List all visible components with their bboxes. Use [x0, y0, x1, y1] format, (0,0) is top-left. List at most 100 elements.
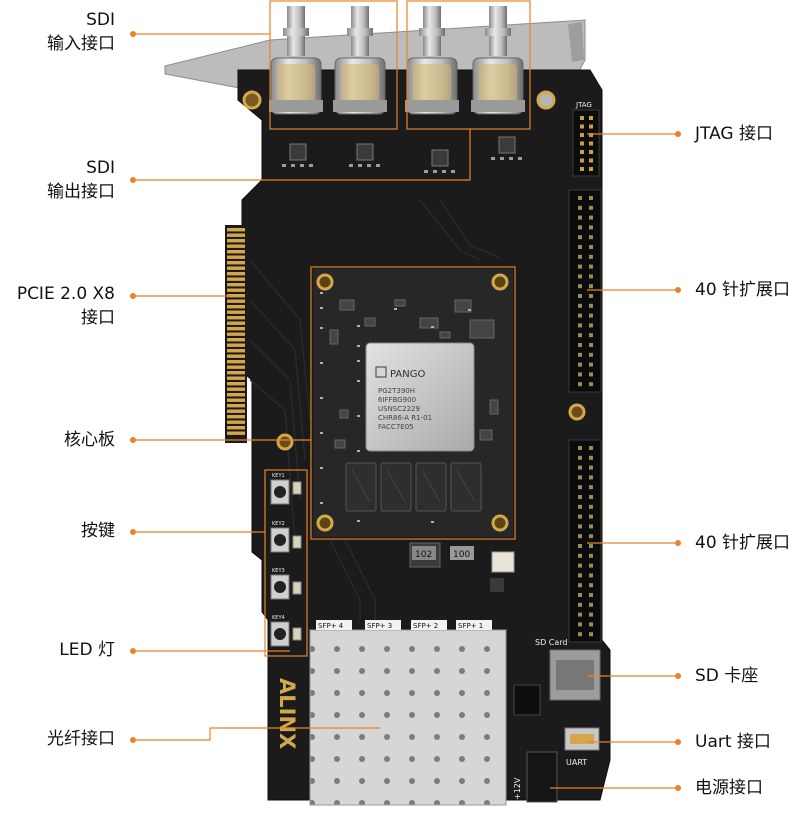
- core-component: [394, 299, 406, 307]
- core-component: [439, 331, 451, 339]
- header-pin: [578, 333, 582, 338]
- fpga-chip: [365, 342, 475, 452]
- header-pin: [589, 294, 593, 298]
- jtag-pin: [580, 133, 584, 137]
- header-pin: [589, 446, 593, 450]
- header-pin: [578, 323, 582, 328]
- ddr-mark: [456, 469, 476, 503]
- header-pin: [578, 245, 582, 249]
- frame-sdi-in-b: [406, 0, 531, 130]
- bnc-body-tint: [479, 64, 517, 108]
- sdi-driver-chip: [289, 143, 307, 161]
- sdi-passive: [518, 157, 522, 160]
- header-pin: [578, 514, 582, 519]
- bnc-base: [405, 100, 459, 112]
- highlight-frames: [264, 0, 531, 657]
- sdi-driver-chips: [282, 136, 522, 173]
- mount-hole: [568, 403, 586, 421]
- bnc-body-tint: [277, 64, 315, 108]
- header-pin: [578, 563, 582, 568]
- gold-finger: [227, 332, 245, 336]
- label-keys: 按键: [81, 521, 115, 541]
- header-pin: [578, 573, 582, 578]
- core-passive: [357, 345, 360, 347]
- alinx-logo: ALINX: [275, 678, 299, 749]
- sdi-passive: [367, 164, 371, 167]
- header-pin: [589, 495, 593, 499]
- gold-finger: [227, 321, 245, 325]
- core-passive: [320, 362, 323, 364]
- chip-marking-line: PG2T390H: [378, 387, 415, 395]
- header-pin: [589, 514, 593, 519]
- header-pin: [578, 254, 582, 259]
- header-pin: [578, 362, 582, 367]
- gold-finger: [227, 288, 245, 292]
- gold-finger: [227, 299, 245, 303]
- pcie-bracket-tab: [568, 22, 584, 62]
- header-pin: [589, 475, 593, 480]
- header-pin: [578, 284, 582, 289]
- header-pin: [589, 563, 593, 568]
- header-pin: [589, 264, 593, 269]
- header-pin: [589, 573, 593, 578]
- gold-finger: [227, 266, 245, 270]
- gold-finger: [227, 415, 245, 419]
- expansion-header-bottom: [568, 439, 602, 643]
- header-pin: [589, 343, 593, 347]
- sdi-passive: [309, 164, 313, 167]
- header-pin: [589, 632, 593, 637]
- header-pin: [589, 254, 593, 259]
- silk-102: 102: [415, 550, 432, 560]
- header-pin: [578, 205, 582, 210]
- header-pin: [589, 534, 593, 539]
- sdi-driver-chip: [498, 136, 516, 154]
- mount-hole: [242, 90, 262, 110]
- gold-finger: [227, 360, 245, 364]
- sdi-driver-chip: [431, 149, 449, 167]
- gold-finger: [227, 316, 245, 320]
- header-pin: [589, 372, 593, 377]
- core-passive: [431, 521, 434, 523]
- chip-marking-line: CHR86-A R1-01: [378, 414, 432, 422]
- header-pin: [578, 294, 582, 298]
- regulator: [490, 578, 504, 592]
- header-pin: [589, 362, 593, 367]
- header-pin: [578, 455, 582, 460]
- header-pin: [578, 264, 582, 269]
- led: [292, 535, 302, 549]
- header-pin: [589, 485, 593, 490]
- label-fiber: 光纤接口: [47, 729, 115, 749]
- label-sdi-input-line2: 输入接口: [47, 34, 115, 54]
- frame-keys: [264, 469, 308, 657]
- label-pcie: PCIE 2.0 X8 接口: [0, 282, 115, 330]
- core-passive: [320, 467, 323, 469]
- header-pin: [578, 495, 582, 499]
- header-pin: [578, 485, 582, 490]
- silk-key: KEY3: [272, 568, 285, 574]
- label-sdi-input-line1: SDI: [86, 10, 115, 30]
- gold-finger: [227, 239, 245, 243]
- gold-finger: [227, 420, 245, 424]
- bnc-ring: [485, 28, 511, 36]
- core-component: [489, 399, 499, 415]
- led: [292, 481, 302, 495]
- jtag-pin: [589, 133, 593, 137]
- header-pin: [589, 235, 593, 240]
- jtag-pin: [580, 150, 584, 154]
- header-pin: [578, 534, 582, 539]
- silk-uart: UART: [566, 758, 587, 767]
- label-sd: SD 卡座: [695, 666, 759, 686]
- gold-finger: [227, 398, 245, 402]
- sfp-label-bg: [365, 620, 401, 630]
- header-pin: [589, 593, 593, 597]
- core-mount-hole: [491, 514, 509, 532]
- sfp-cage: [309, 629, 507, 806]
- silk-key: KEY1: [272, 473, 285, 479]
- header-pin: [578, 343, 582, 347]
- core-component: [364, 317, 376, 327]
- ddr-memory-chips: [345, 462, 482, 512]
- core-passive: [357, 520, 360, 522]
- pcb-traces: [249, 199, 501, 620]
- gold-finger: [227, 305, 245, 309]
- bnc-base: [333, 100, 387, 112]
